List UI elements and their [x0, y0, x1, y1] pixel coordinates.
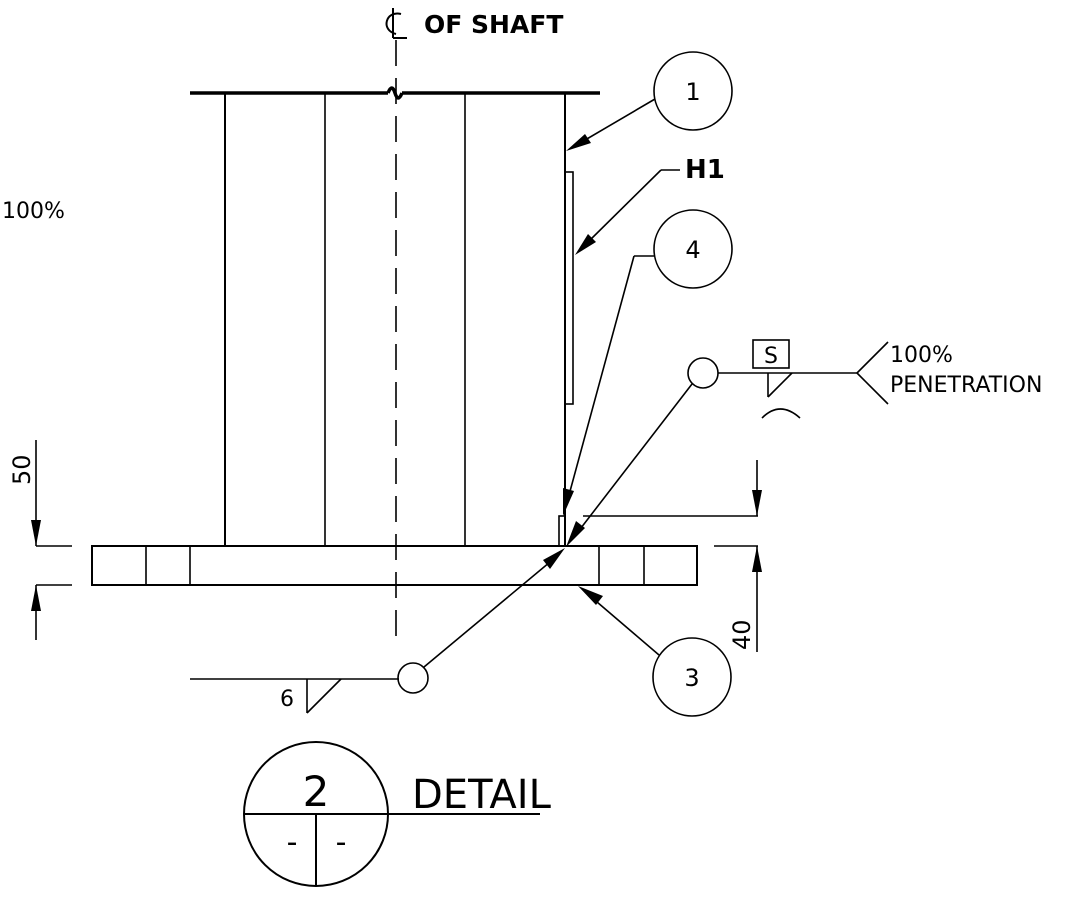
weld-symbol-penetration: S 100% PENETRATION [566, 339, 1042, 547]
h1-label: H1 [685, 155, 725, 185]
shaft-body [224, 93, 566, 546]
detail-number: 2 [303, 767, 330, 816]
weld-symbol-box-letter: S [764, 344, 778, 369]
weld-note-right-1: 100% [890, 343, 953, 368]
shaft-break-line [190, 86, 600, 100]
svg-text:1: 1 [685, 78, 700, 106]
svg-text:4: 4 [685, 236, 700, 264]
fillet-size: 6 [280, 687, 294, 712]
detail-title: DETAIL [412, 772, 552, 818]
dimension-50: 50 [8, 440, 72, 640]
detail-sheet-right: - [336, 825, 347, 860]
detail-title-bubble: 2 - - DETAIL [243, 741, 552, 887]
weld-backing [558, 515, 566, 547]
weld-note-right-2: PENETRATION [890, 373, 1042, 398]
dimension-40-text: 40 [728, 619, 756, 650]
tag-plate [564, 171, 574, 405]
centerline-label: OF SHAFT [424, 10, 563, 39]
dimension-40: 40 [583, 460, 762, 652]
callout-bubble-4: 4 [563, 209, 733, 516]
base-plate [91, 545, 698, 586]
centerline-symbol: CL [385, 8, 407, 39]
weld-note-left: 100% [2, 199, 65, 224]
callout-h1: H1 [575, 155, 725, 255]
weld-symbol-fillet: 6 [190, 548, 565, 714]
dimension-50-text: 50 [8, 454, 36, 485]
detail-sheet-left: - [287, 825, 298, 860]
callout-bubble-1: 1 [566, 51, 733, 151]
svg-text:3: 3 [684, 664, 699, 692]
callout-bubble-3: 3 [578, 586, 732, 717]
